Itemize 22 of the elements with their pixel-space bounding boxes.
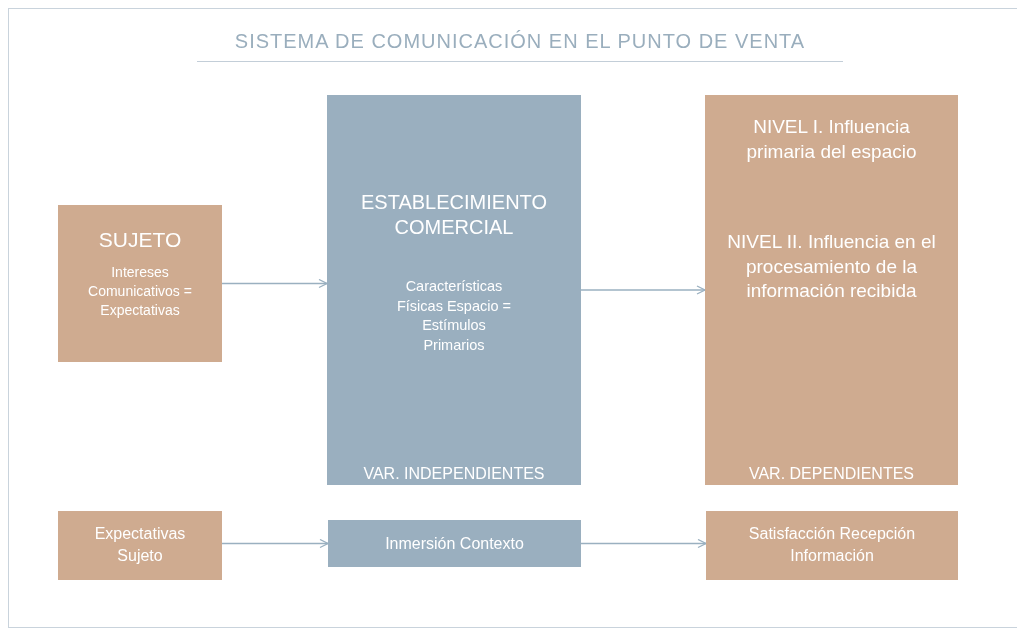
process-box xyxy=(327,95,581,485)
node-body: Características Físicas Espacio = Estímulos Primarios xyxy=(395,277,512,355)
arrow xyxy=(221,278,328,289)
level-text: NIVEL II. Influencia en el procesamiento de la información recibida xyxy=(726,230,937,304)
level-text: NIVEL I. Influencia primaria del espacio xyxy=(745,115,918,164)
node-body: Intereses Comunicativos = Expectativas xyxy=(87,263,193,320)
arrow xyxy=(580,538,707,549)
process-box xyxy=(706,511,958,580)
arrow xyxy=(221,538,329,549)
process-box xyxy=(58,511,222,580)
node-label: Expectativas Sujeto xyxy=(93,524,187,567)
process-box xyxy=(58,205,222,362)
node-label: Satisfacción Recepción Información xyxy=(747,524,917,567)
process-box xyxy=(328,520,581,567)
node-heading: SUJETO xyxy=(97,227,183,253)
process-box xyxy=(705,95,958,485)
node-footer: VAR. DEPENDIENTES xyxy=(705,463,958,483)
node-label: Inmersión Contexto xyxy=(384,534,525,554)
arrow xyxy=(580,285,706,295)
node-heading: ESTABLECIMIENTO COMERCIAL xyxy=(360,190,548,240)
node-footer: VAR. INDEPENDIENTES xyxy=(327,463,581,483)
title: SISTEMA DE COMUNICACIÓN EN EL PUNTO DE VENTA xyxy=(197,30,843,62)
